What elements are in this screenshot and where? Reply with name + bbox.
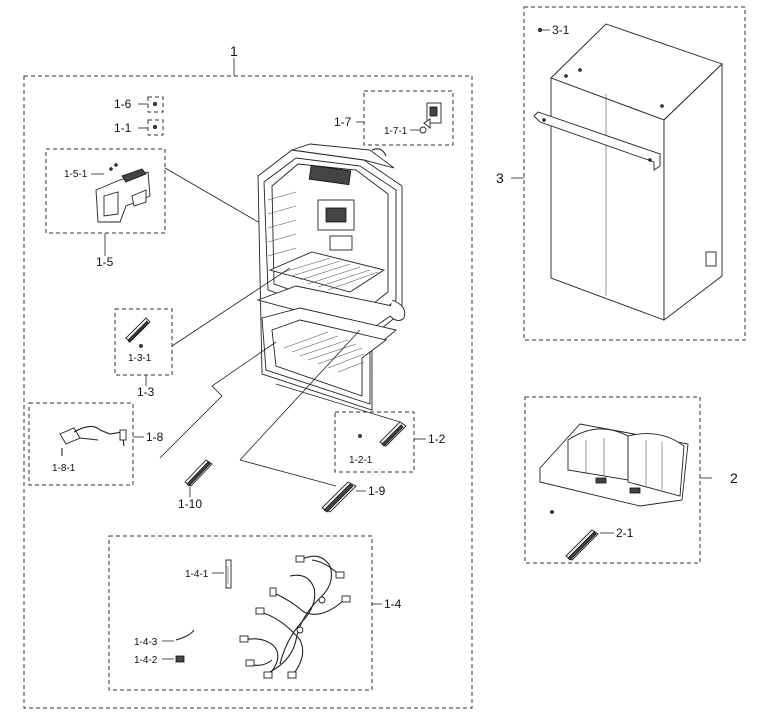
part-1-6-screw[interactable] [152, 102, 157, 107]
label-1-4-1[interactable]: 1-4-1 [185, 569, 209, 580]
part-1-2-box [334, 411, 415, 473]
part-1-4-3-cable[interactable] [175, 629, 195, 641]
label-1-2[interactable]: 1-2 [428, 432, 446, 446]
part-1-3-box [114, 308, 173, 376]
group-3-frame [523, 6, 746, 341]
part-1-1-box [147, 119, 164, 136]
part-1-10-rail[interactable] [184, 459, 213, 487]
group-3: 3 3-1 [496, 6, 746, 451]
label-1-10[interactable]: 1-10 [178, 497, 202, 511]
part-3-front-bracket[interactable] [533, 111, 661, 171]
part-1-5-housing[interactable] [95, 168, 151, 223]
part-2-screw[interactable] [550, 510, 554, 514]
part-1-6-box [147, 96, 164, 113]
group-2-frame [524, 396, 701, 564]
label-1-6[interactable]: 1-6 [114, 97, 132, 111]
outer-case[interactable] [550, 23, 723, 451]
label-1-4-3[interactable]: 1-4-3 [134, 637, 158, 648]
part-1-8-box [28, 402, 134, 486]
label-2[interactable]: 2 [730, 470, 738, 486]
label-1-3[interactable]: 1-3 [137, 385, 155, 399]
part-1-2-1-screw[interactable] [358, 434, 362, 438]
part-1-4-1-bracket[interactable] [225, 559, 232, 589]
part-1-5-box [45, 148, 166, 234]
part-2-1-rail[interactable] [565, 529, 599, 561]
label-1-7-1[interactable]: 1-7-1 [384, 126, 408, 137]
part-1-1-screw[interactable] [152, 125, 157, 130]
part-1-8-heater[interactable] [59, 425, 127, 447]
part-3-1-screw[interactable] [538, 27, 543, 32]
label-1[interactable]: 1 [230, 43, 238, 59]
part-1-4-box [108, 535, 373, 691]
cabinet-body[interactable] [256, 143, 406, 411]
part-1-7-1-grommet[interactable] [419, 126, 427, 134]
part-2-cover[interactable] [539, 423, 689, 507]
label-1-4-2[interactable]: 1-4-2 [134, 655, 158, 666]
label-1-3-1[interactable]: 1-3-1 [128, 353, 152, 364]
part-1-4-2-connector[interactable] [175, 655, 185, 663]
label-1-5-1[interactable]: 1-5-1 [64, 169, 88, 180]
label-1-8-1[interactable]: 1-8-1 [52, 463, 76, 474]
label-2-1[interactable]: 2-1 [616, 526, 634, 540]
group-2: 2 2-1 [524, 396, 738, 564]
part-1-7-box [363, 90, 454, 146]
label-1-9[interactable]: 1-9 [368, 484, 386, 498]
group-1-frame [23, 75, 473, 709]
part-1-4-harness[interactable] [239, 555, 351, 679]
label-1-7[interactable]: 1-7 [334, 115, 352, 129]
part-1-3-1-screw[interactable] [139, 344, 143, 348]
label-3-1[interactable]: 3-1 [552, 23, 570, 37]
group-1: 1 1-6 1-1 1-7 1-7-1 1-5 1-5-1 [23, 43, 473, 709]
part-1-2-rail[interactable] [379, 421, 407, 447]
label-1-5[interactable]: 1-5 [96, 255, 114, 269]
part-1-9-rail[interactable] [321, 481, 357, 513]
part-1-3-rail[interactable] [125, 317, 151, 343]
label-1-8[interactable]: 1-8 [146, 430, 164, 444]
label-1-4[interactable]: 1-4 [384, 597, 402, 611]
label-1-1[interactable]: 1-1 [114, 121, 132, 135]
label-1-2-1[interactable]: 1-2-1 [349, 455, 373, 466]
part-1-7-bracket[interactable] [423, 102, 442, 129]
label-3[interactable]: 3 [496, 170, 504, 186]
